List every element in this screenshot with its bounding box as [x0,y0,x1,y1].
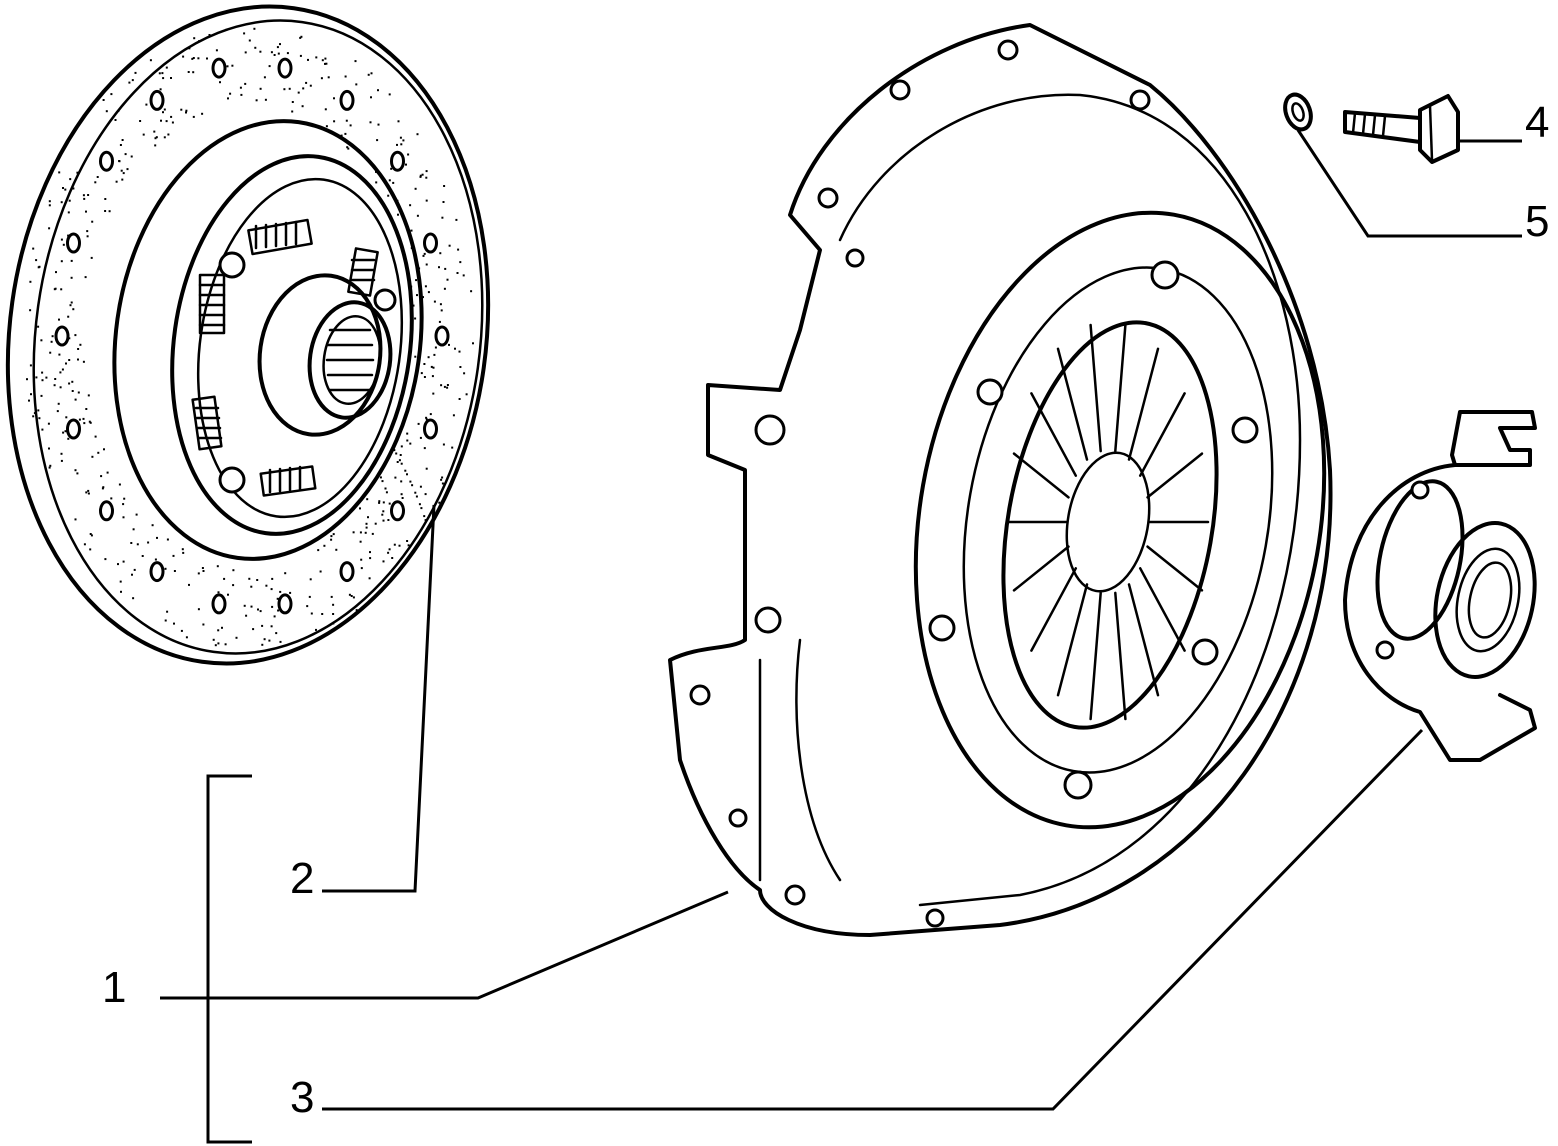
disc-rivets [54,57,450,615]
lock-washer [1283,92,1313,132]
damper-springs [191,218,379,497]
pressure-plate-assembly [668,23,1333,937]
callout-1: 1 [102,963,126,1012]
cover-holes [689,39,1259,928]
callout-2: 2 [290,854,314,903]
diaphragm-fingers [1006,323,1210,721]
callout-4: 4 [1525,98,1549,147]
callout-labels: 1 2 3 4 5 [102,98,1549,1122]
bolt [1343,94,1460,164]
release-bearing [1343,410,1537,762]
leader-lines [160,129,1522,1144]
friction-texture [26,27,474,647]
splined-hub [218,251,397,494]
callout-3: 3 [290,1073,314,1122]
callout-5: 5 [1525,197,1549,246]
clutch-disc [5,4,491,666]
